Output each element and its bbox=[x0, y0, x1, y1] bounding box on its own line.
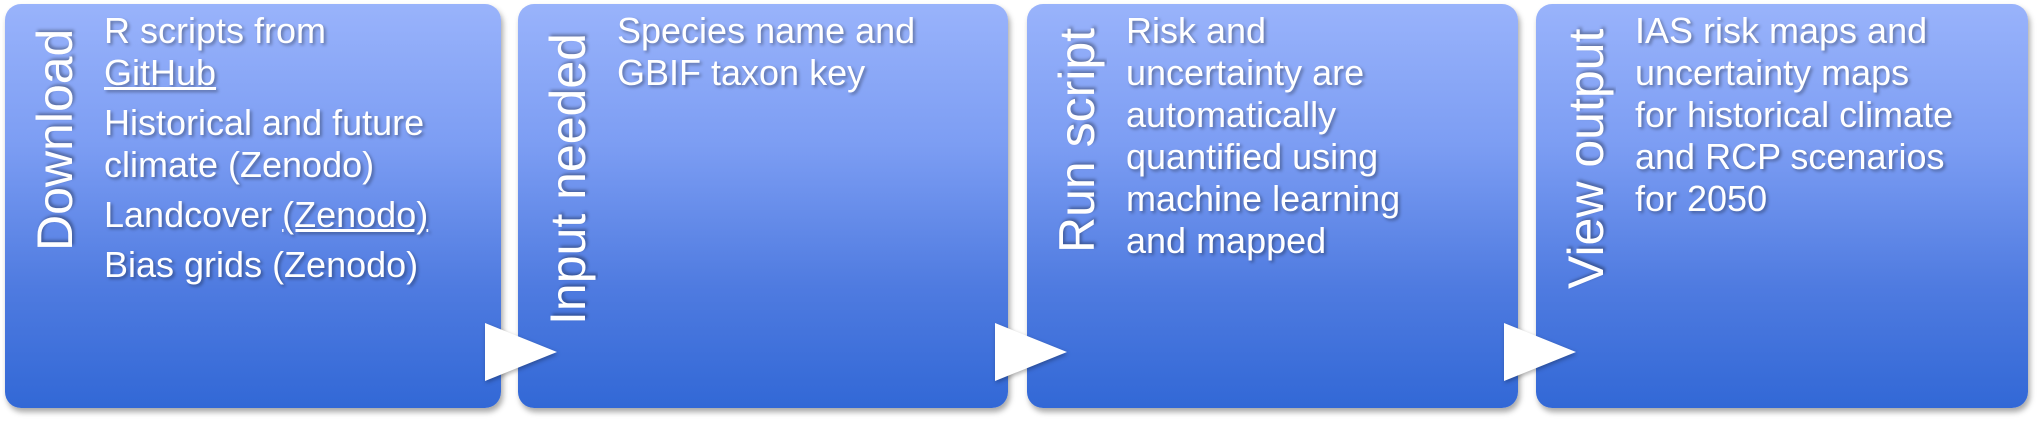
output-line-5: for 2050 bbox=[1635, 178, 1768, 219]
download-item-landcover: Landcover (Zenodo) bbox=[104, 194, 491, 236]
run-line-5: machine learning bbox=[1126, 178, 1401, 219]
stage-download-body: R scripts from GitHub Historical and fut… bbox=[104, 10, 491, 294]
download-item-climate-line-1: Historical and future bbox=[104, 102, 425, 143]
stage-output-body: IAS risk maps and uncertainty maps for h… bbox=[1635, 10, 2018, 220]
input-line-2: GBIF taxon key bbox=[617, 52, 866, 93]
arrow-right-icon bbox=[485, 323, 557, 381]
run-line-6: and mapped bbox=[1126, 220, 1327, 261]
output-line-4: and RCP scenarios bbox=[1635, 136, 1945, 177]
download-item-bias-text: Bias grids (Zenodo) bbox=[104, 244, 419, 285]
stage-run-body: Risk and uncertainty are automatically q… bbox=[1126, 10, 1508, 262]
github-link[interactable]: GitHub bbox=[104, 52, 217, 93]
download-item-scripts: R scripts from GitHub bbox=[104, 10, 491, 94]
stage-output-label: View output bbox=[1558, 28, 1614, 290]
download-item-climate-line-2: climate (Zenodo) bbox=[104, 144, 375, 185]
stage-run-label: Run script bbox=[1049, 27, 1105, 253]
run-line-2: uncertainty are bbox=[1126, 52, 1365, 93]
stage-output: View output IAS risk maps and uncertaint… bbox=[1536, 4, 2028, 408]
output-line-3: for historical climate bbox=[1635, 94, 1954, 135]
stage-run: Run script Risk and uncertainty are auto… bbox=[1027, 4, 1518, 408]
download-item-scripts-text: R scripts from bbox=[104, 10, 327, 51]
stage-download: Download R scripts from GitHub Historica… bbox=[5, 4, 501, 408]
arrow-right-icon bbox=[1504, 323, 1576, 381]
input-line-1: Species name and bbox=[617, 10, 916, 51]
stage-input-body: Species name and GBIF taxon key bbox=[617, 10, 998, 94]
output-line-1: IAS risk maps and bbox=[1635, 10, 1928, 51]
stage-input: Input needed Species name and GBIF taxon… bbox=[518, 4, 1008, 408]
zenodo-landcover-link[interactable]: (Zenodo) bbox=[282, 194, 429, 235]
arrow-right-icon bbox=[995, 323, 1067, 381]
run-line-4: quantified using bbox=[1126, 136, 1379, 177]
run-line-3: automatically bbox=[1126, 94, 1337, 135]
run-line-1: Risk and bbox=[1126, 10, 1267, 51]
output-line-2: uncertainty maps bbox=[1635, 52, 1910, 93]
download-item-landcover-text: Landcover bbox=[104, 194, 283, 235]
stage-download-label: Download bbox=[27, 28, 83, 252]
download-item-climate: Historical and future climate (Zenodo) bbox=[104, 102, 491, 186]
download-item-bias: Bias grids (Zenodo) bbox=[104, 244, 491, 286]
stage-input-label: Input needed bbox=[540, 33, 596, 325]
